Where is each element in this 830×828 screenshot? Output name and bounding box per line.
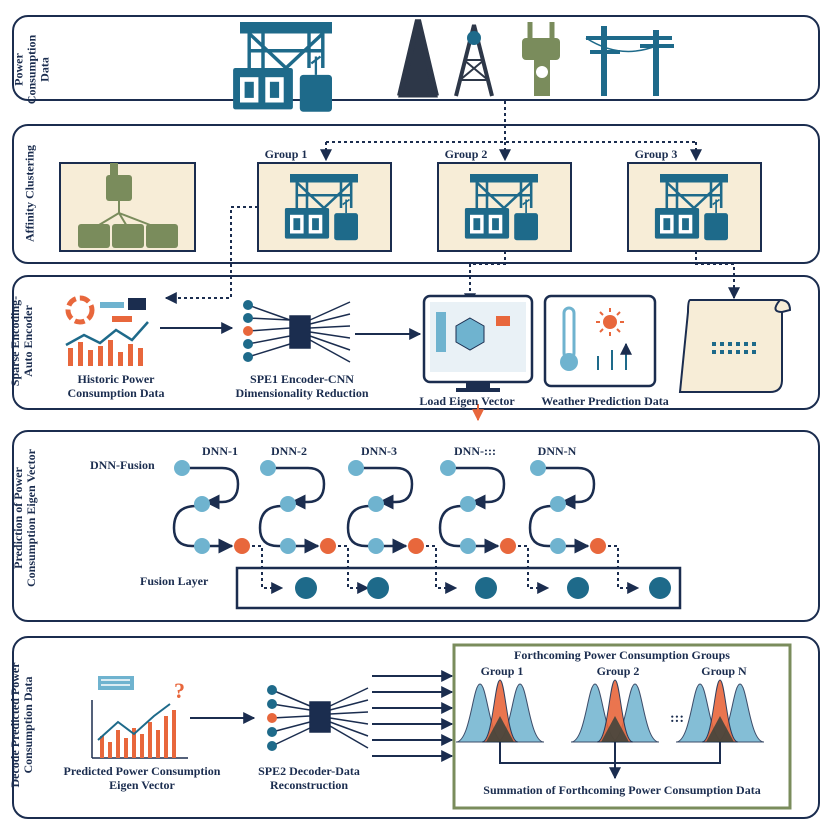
spe2-label: SPE2 Decoder-Data Reconstruction — [258, 764, 360, 792]
dnn-node — [194, 538, 210, 554]
dnn-output-node — [408, 538, 424, 554]
group-3-label: Group 3 — [634, 147, 678, 161]
dnn-output-node — [320, 538, 336, 554]
predicted-eigen-label: Predicted Power Consumption Eigen Vector — [63, 764, 221, 792]
dnn-node — [174, 460, 190, 476]
utility-pole-icon — [585, 26, 674, 96]
distribution-curves — [455, 679, 765, 743]
summation-connectors — [499, 742, 721, 780]
historic-data-icon — [65, 295, 149, 366]
dnn-output-node — [234, 538, 250, 554]
distribution-group-1 — [455, 679, 545, 743]
dnn-node — [368, 496, 384, 512]
dnn-node — [550, 496, 566, 512]
dnn-node — [280, 538, 296, 554]
spe1-encoder-network-icon — [247, 301, 351, 363]
dnn-3-label: DNN-3 — [361, 444, 397, 458]
dnn-node — [440, 460, 456, 476]
groups-ellipsis: ::: — [670, 711, 684, 726]
distribution-group-3 — [675, 679, 765, 743]
fusion-node — [367, 577, 389, 599]
weather-label: Weather Prediction Data — [541, 394, 669, 408]
distribution-group-2 — [570, 679, 660, 743]
dnn-node — [550, 538, 566, 554]
summation-label: Summation of Forthcoming Power Consumpti… — [483, 783, 761, 797]
scroll-document-icon — [678, 299, 792, 393]
forthcoming-group-1-label: Group 1 — [480, 664, 524, 678]
dnn-chains — [172, 460, 640, 594]
dnn-n-label: DNN-N — [537, 444, 577, 458]
cluster-tree-icon — [59, 162, 196, 252]
spe1-nodes — [243, 300, 253, 362]
distribution-connector — [320, 101, 702, 162]
weather-prediction-icon — [543, 294, 657, 388]
dnn-node — [460, 496, 476, 512]
dnn-1-label: DNN-1 — [202, 444, 238, 458]
group-1-label: Group 1 — [264, 147, 308, 161]
dnn-fusion-label: DNN-Fusion — [90, 458, 155, 472]
spe2-decoder-network-icon — [271, 687, 369, 749]
historic-data-label: Historic Power Consumption Data — [67, 372, 165, 400]
group-2-label: Group 2 — [444, 147, 488, 161]
forthcoming-group-2-label: Group 2 — [596, 664, 640, 678]
fusion-layer-label: Fusion Layer — [140, 574, 209, 588]
group-1-box — [257, 162, 392, 252]
substation-icon — [231, 20, 334, 114]
fusion-node — [295, 577, 317, 599]
fusion-nodes — [295, 577, 671, 599]
spe2-nodes — [267, 685, 277, 751]
dnn-node — [348, 460, 364, 476]
dnn-output-node — [590, 538, 606, 554]
group-links — [164, 206, 740, 306]
dnn-dots-label: DNN-::: — [454, 444, 496, 458]
group-2-box — [437, 162, 572, 252]
dnn-output-node — [500, 538, 516, 554]
dnn-node — [194, 496, 210, 512]
spe1-label: SPE1 Encoder-CNN Dimensionality Reductio… — [235, 372, 369, 400]
dnn-chain-2 — [258, 460, 370, 594]
prediction-panel — [12, 430, 820, 622]
group-3-box — [627, 162, 762, 252]
dnn-node — [368, 538, 384, 554]
load-eigen-monitor-icon — [422, 294, 534, 392]
forthcoming-group-n-label: Group N — [701, 664, 747, 678]
dnn-2-label: DNN-2 — [271, 444, 307, 458]
fusion-layer-box — [235, 566, 682, 610]
transmission-tower-icon — [397, 19, 494, 98]
dnn-node — [260, 460, 276, 476]
load-eigen-label: Load Eigen Vector — [419, 394, 515, 408]
predicted-chart-icon: ? — [91, 676, 188, 759]
fusion-node — [567, 577, 589, 599]
power-plug-icon — [522, 22, 560, 96]
dnn-node — [460, 538, 476, 554]
forthcoming-title: Forthcoming Power Consumption Groups — [514, 648, 730, 662]
dnn-node — [280, 496, 296, 512]
fusion-node — [649, 577, 671, 599]
fusion-node — [475, 577, 497, 599]
decoder-output-arrows — [372, 670, 454, 762]
svg-text:?: ? — [174, 678, 185, 703]
dnn-chain-5 — [528, 460, 640, 594]
dnn-node — [530, 460, 546, 476]
